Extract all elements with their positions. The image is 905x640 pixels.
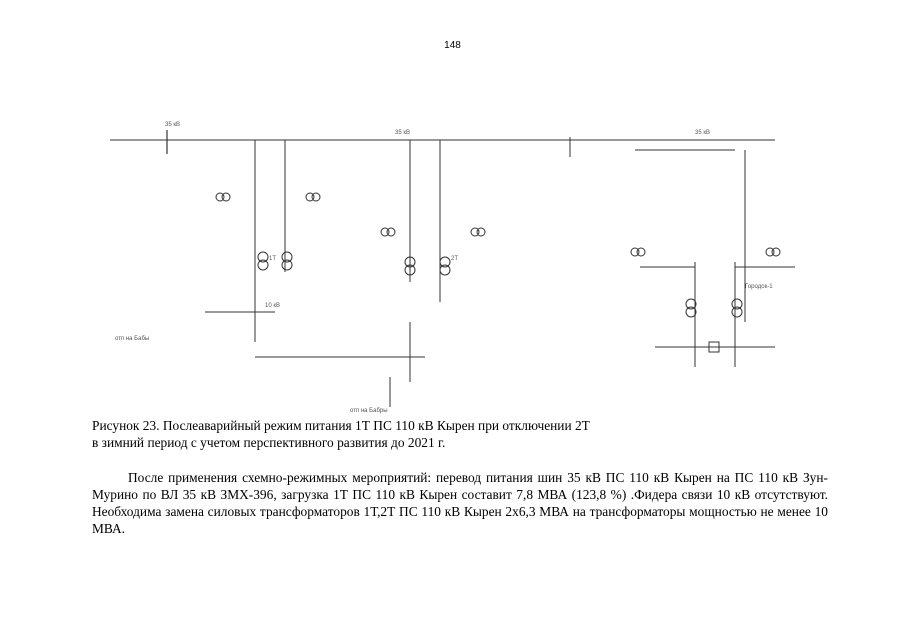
label-bus-10: 10 кВ (265, 303, 280, 309)
label-bus-35-left: 35 кВ (165, 122, 180, 128)
single-line-diagram: 35 кВ 35 кВ 35 кВ 10 кВ 1Т 2Т отп на Баб… (110, 122, 795, 414)
caption-line-2: в зимний период с учетом перспективного … (92, 435, 446, 450)
caption-line-1: Рисунок 23. Послеаварийный режим питания… (92, 418, 590, 433)
label-feeder-bottom: отп на Бабры (350, 408, 388, 414)
figure-caption: Рисунок 23. Послеаварийный режим питания… (92, 417, 852, 451)
label-feeder-left: отп на Бабы (115, 336, 149, 342)
label-t2: 2Т (451, 256, 458, 262)
label-bus-35-right: 35 кВ (695, 130, 710, 136)
label-gorodok: Городок-1 (745, 284, 773, 290)
label-t1: 1Т (269, 256, 276, 262)
label-bus-35-mid: 35 кВ (395, 130, 410, 136)
body-paragraph: После применения схемно-режимных меропри… (92, 470, 828, 536)
page-number: 148 (444, 40, 461, 51)
